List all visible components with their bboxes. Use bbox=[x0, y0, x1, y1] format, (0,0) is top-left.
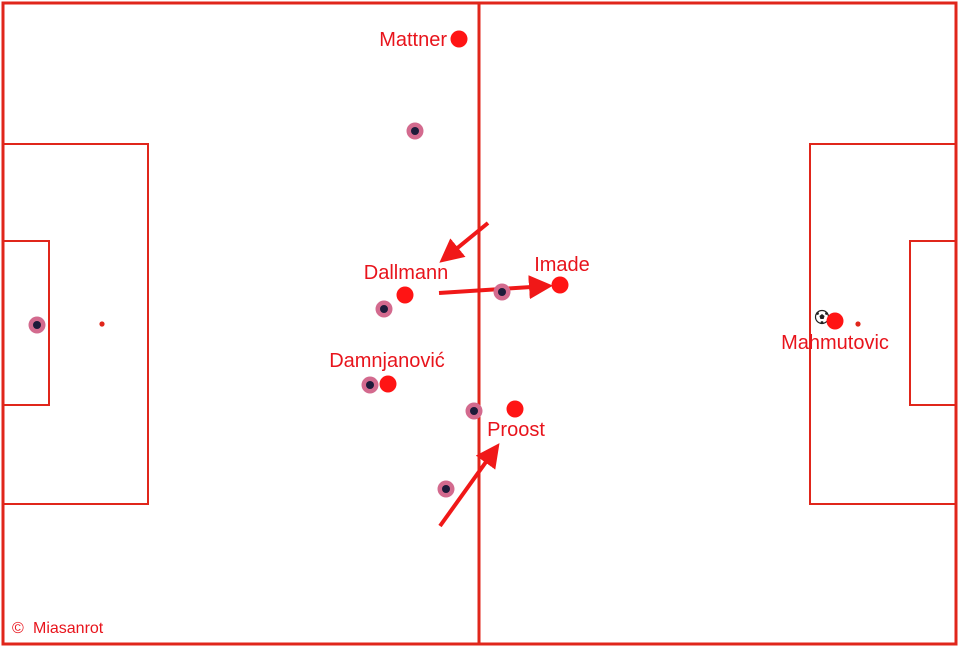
opponent-marker bbox=[465, 402, 483, 420]
player-dot bbox=[506, 400, 524, 418]
credit: © Miasanrot bbox=[12, 620, 104, 637]
copyright-icon: © bbox=[12, 620, 24, 637]
player-dot bbox=[551, 276, 569, 294]
player-dot bbox=[450, 30, 468, 48]
player-label: Dallmann bbox=[364, 262, 448, 284]
player-dallmann: Dallmann bbox=[364, 262, 448, 304]
player-label: Damnjanović bbox=[329, 350, 445, 372]
player-label: Imade bbox=[534, 254, 590, 276]
credit-text: Miasanrot bbox=[33, 620, 104, 637]
movement-arrow bbox=[438, 443, 500, 528]
pass-arrow bbox=[438, 275, 553, 300]
player-dot bbox=[379, 375, 397, 393]
left-goal-area bbox=[2, 240, 50, 406]
player-damnjanovic: Damnjanović bbox=[329, 350, 445, 393]
player-proost: Proost bbox=[487, 400, 545, 441]
opponent-goalkeeper-marker bbox=[28, 316, 46, 334]
soccer-ball-icon bbox=[814, 309, 830, 325]
team-players: Mattner Dallmann Imade Damnjanović Proos… bbox=[329, 29, 889, 441]
player-mahmutovic: Mahmutovic bbox=[781, 312, 889, 354]
player-dot bbox=[396, 286, 414, 304]
opponent-marker bbox=[437, 480, 455, 498]
player-label: Mahmutovic bbox=[781, 332, 889, 354]
right-goal-area bbox=[909, 240, 957, 406]
opponent-markers bbox=[28, 122, 511, 498]
left-penalty-area bbox=[2, 143, 149, 505]
right-penalty-spot bbox=[855, 321, 861, 327]
left-penalty-spot bbox=[99, 321, 105, 327]
opponent-marker bbox=[361, 376, 379, 394]
movement-arrow bbox=[439, 221, 490, 263]
movement-arrows bbox=[438, 221, 553, 528]
player-label: Mattner bbox=[379, 29, 447, 51]
opponent-marker bbox=[406, 122, 424, 140]
opponent-marker bbox=[375, 300, 393, 318]
opponent-marker bbox=[493, 283, 511, 301]
player-mattner: Mattner bbox=[379, 29, 468, 51]
player-label: Proost bbox=[487, 419, 545, 441]
player-imade: Imade bbox=[534, 254, 590, 294]
player-dot bbox=[826, 312, 844, 330]
